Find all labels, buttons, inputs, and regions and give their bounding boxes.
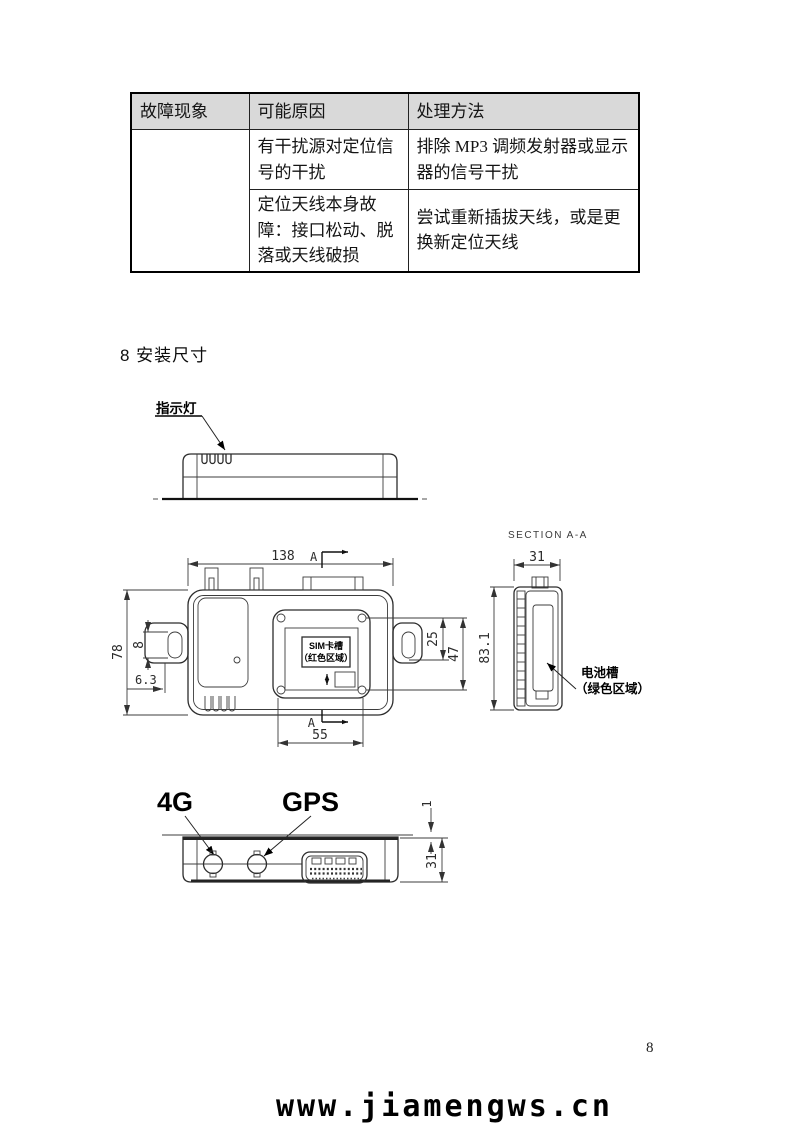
dim-31-text: 31 [529, 550, 545, 565]
sim-label-box [301, 636, 351, 668]
bottom-vents [204, 696, 236, 712]
dim-78-text: 78 [111, 644, 126, 660]
antenna-4g-label: 4G [157, 787, 193, 817]
watermark: www.jiamengws.cn [276, 1089, 613, 1124]
indicator-light-label: 指示灯 [156, 400, 197, 416]
leader-gps [263, 815, 312, 857]
cut-label-a-bottom: A [308, 716, 316, 730]
left-panel [197, 597, 249, 688]
battery-slot-label-line2: （绿色区域） [575, 681, 650, 696]
dim-1-text: 1 [420, 800, 434, 807]
sim-slot-label-line2: （红色区域） [299, 652, 353, 663]
section-cut-top: A [310, 549, 348, 568]
header-possible-cause: 可能原因 [248, 92, 409, 130]
dim-138-text: 138 [271, 549, 294, 564]
dim-83-1: 83.1 [478, 586, 514, 711]
section-cut-bottom: A [308, 710, 348, 730]
header-remedy: 处理方法 [407, 92, 640, 130]
dim-31-top: 31 [513, 550, 561, 581]
battery-slot-label-line1: 电池槽 [581, 665, 619, 680]
dim-width-138: 138 [187, 549, 394, 586]
sim-module: SIM卡槽 （红色区域） [272, 609, 371, 699]
right-mounting-ear [392, 622, 423, 664]
leader-4g [184, 815, 215, 856]
fault-table: 故障现象 可能原因 处理方法 有干扰源对定位信号的干扰 排除 MP3 调频发射器… [130, 92, 640, 273]
screw [233, 656, 241, 664]
section-heading: 8 安装尺寸 [120, 346, 209, 365]
indicator-vents [201, 454, 232, 465]
table-header-row: 故障现象 可能原因 处理方法 [130, 92, 640, 130]
table-row: 有干扰源对定位信号的干扰 排除 MP3 调频发射器或显示器的信号干扰 [130, 129, 640, 272]
cut-label-a-top: A [310, 550, 318, 564]
front-view-drawing: 4G GPS [157, 787, 448, 884]
dim-55-text: 55 [312, 728, 328, 743]
dim-25-text: 25 [426, 631, 441, 647]
device-top-body [144, 567, 423, 716]
cell-symptom [130, 129, 250, 272]
dim-6-3-text: 6.3 [135, 673, 157, 687]
dim-8-text: 8 [132, 641, 147, 649]
table-row: 定位天线本身故障：接口松动、脱落或天线破损 尝试重新插拔天线，或是更换新定位天线 [131, 189, 640, 272]
sma-connector-gps [246, 850, 268, 878]
battery-callout: 电池槽 （绿色区域） [546, 662, 650, 696]
antenna-gps-label: GPS [282, 787, 339, 817]
sim-slot-label-line1: SIM卡槽 [309, 640, 343, 651]
top-view-drawing: 138 A [111, 549, 467, 747]
sma-connector-4g [202, 850, 224, 878]
dim-height-31: 31 [400, 837, 448, 883]
device-side-body [153, 453, 427, 501]
section-body [513, 576, 563, 711]
cell-cause-2: 定位天线本身故障：接口松动、脱落或天线破损 [248, 189, 409, 272]
side-view-drawing: 指示灯 [153, 400, 427, 501]
section-aa-drawing: SECTION A-A 31 [478, 530, 650, 711]
dim-47-text: 47 [447, 646, 462, 662]
cell-cause-1: 有干扰源对定位信号的干扰 [248, 129, 409, 190]
top-connector [302, 576, 364, 591]
dim-lip-1: 1 [420, 800, 434, 854]
dim-83-1-text: 83.1 [478, 632, 493, 663]
cell-remedy-2: 尝试重新插拔天线，或是更换新定位天线 [407, 189, 640, 272]
dim-right: 25 47 [366, 617, 467, 691]
section-title: SECTION A-A [508, 530, 588, 541]
indicator-callout: 指示灯 [155, 400, 226, 451]
device-front-body [162, 834, 413, 884]
cell-remedy-1: 排除 MP3 调频发射器或显示器的信号干扰 [407, 129, 640, 190]
harness-connector [301, 851, 368, 884]
header-fault-symptom: 故障现象 [130, 92, 250, 130]
dim-left: 78 8 6.3 [111, 589, 188, 716]
dim-31-front-text: 31 [425, 853, 440, 869]
battery-cavity [532, 604, 554, 692]
page-number: 8 [646, 1040, 654, 1056]
left-mounting-ear [144, 622, 189, 664]
ridge-lines [517, 598, 525, 699]
dim-sim-width-55: 55 [277, 698, 364, 747]
